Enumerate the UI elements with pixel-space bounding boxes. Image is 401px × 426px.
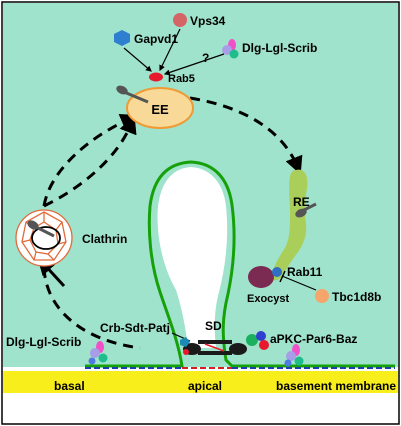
apical-label: apical xyxy=(188,379,222,393)
gapvd1-arrow xyxy=(123,47,152,72)
apical-lumen xyxy=(157,167,228,348)
arrow-ee-to-re xyxy=(189,96,303,175)
rab5-label: Rab5 xyxy=(168,73,195,85)
sd-junction-icon xyxy=(180,337,247,355)
basement-membrane-label: basement membrane xyxy=(276,379,396,393)
rab5-blob xyxy=(149,72,163,82)
crb-label: Crb-Sdt-Patj xyxy=(100,321,170,335)
recycling-endosome xyxy=(272,169,308,281)
vps34-label: Vps34 xyxy=(190,14,226,28)
tbc1d8b-inhibit-bar xyxy=(279,270,286,283)
ee-label: EE xyxy=(151,102,169,117)
arrow-ee-to-clathrin xyxy=(43,115,137,208)
sd-label: SD xyxy=(205,319,222,333)
clathrin-cage-icon xyxy=(15,209,73,267)
question-mark: ? xyxy=(202,51,209,65)
basal-label: basal xyxy=(54,379,85,393)
rab11-label: Rab11 xyxy=(287,265,323,279)
vesicle-arrow-icon xyxy=(116,85,149,104)
dlg-left-label: Dlg-Lgl-Scrib xyxy=(6,335,81,349)
exocyst-blob xyxy=(248,266,274,288)
vps34-arrow xyxy=(159,28,181,72)
cell-outline xyxy=(85,160,395,368)
early-endosome xyxy=(126,87,194,129)
re-label: RE xyxy=(293,195,310,209)
re-vesicle-arrow-icon xyxy=(295,202,317,218)
exocyst-label: Exocyst xyxy=(247,293,290,305)
tbc1d8b-inhibit-line xyxy=(281,275,317,291)
dlg-arrow xyxy=(163,53,225,76)
apkc-complex-icon xyxy=(246,331,269,350)
clathrin-vesicle-arrow-icon xyxy=(27,220,55,238)
dlg-right-complex-icon xyxy=(284,344,304,367)
rab11-circle-icon xyxy=(272,267,282,277)
tbc1d8b-label: Tbc1d8b xyxy=(332,290,381,304)
gapvd1-hexagon-icon xyxy=(114,30,130,46)
dlg-left-complex-icon xyxy=(88,341,108,365)
apkc-label: aPKC-Par6-Baz xyxy=(270,332,357,346)
vps34-circle-icon xyxy=(173,13,187,27)
clathrin-label: Clathrin xyxy=(82,232,127,246)
clathrin-vesicle xyxy=(31,226,61,250)
dlg-top-label: Dlg-Lgl-Scrib xyxy=(242,41,317,55)
protein-complex-icon xyxy=(222,39,239,59)
gapvd1-label: Gapvd1 xyxy=(134,32,178,46)
membrane-band xyxy=(3,371,398,393)
arrow-clathrin-from-sd xyxy=(42,267,141,350)
tbc1d8b-circle-icon xyxy=(315,289,329,303)
arrow-clathrin-to-ee xyxy=(42,113,139,207)
